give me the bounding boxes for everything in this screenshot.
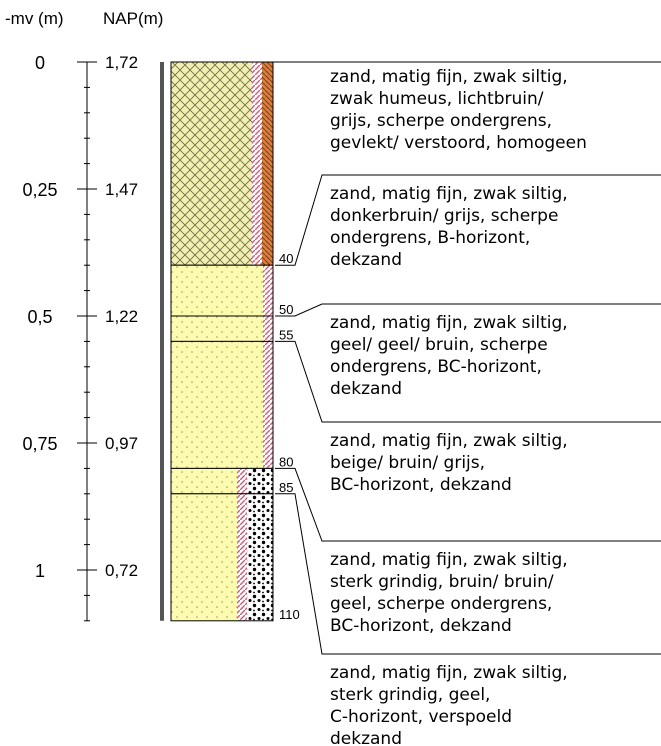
mv-tick-label: 0,5 — [27, 307, 52, 327]
layer-description-line: BC-horizont, dekzand — [330, 475, 512, 495]
nap-header: NAP(m) — [103, 9, 163, 28]
layer-description-line: sterk grindig, bruin/ bruin/ — [330, 572, 554, 592]
depth-label: 80 — [279, 454, 293, 469]
layer-description-line: dekzand — [330, 729, 402, 746]
depth-axis: 0 1,72 0,25 1,47 0,5 1,22 0,75 0,97 1 0,72 — [22, 53, 138, 622]
pink-hatch-strip — [263, 341, 273, 469]
layer-description-line: C-horizont, verspoeld — [330, 707, 512, 727]
depth-label: 40 — [279, 251, 293, 266]
layer-description-line: ondergrens, BC-horizont, — [330, 357, 542, 377]
connector-line — [275, 493, 661, 655]
layer-fill-0 — [171, 62, 252, 266]
connector-line — [275, 340, 661, 423]
nap-tick-label: 1,22 — [105, 307, 138, 326]
layer-description-line: beige/ bruin/ grijs, — [330, 453, 485, 473]
pink-hatch-strip — [237, 493, 247, 621]
gravel-strip — [247, 468, 273, 494]
mv-tick-label: 0,25 — [22, 180, 57, 200]
layer-description-line: donkerbruin/ grijs, scherpe — [330, 206, 558, 226]
layer-description-line: zand, matig fijn, zwak siltig, — [330, 313, 568, 333]
pink-hatch-strip — [263, 265, 273, 316]
layer-description-line: zand, matig fijn, zwak siltig, — [330, 431, 568, 451]
layer-description-line: ondergrens, B-horizont, — [330, 228, 530, 248]
layer-fill-2 — [171, 316, 263, 342]
layer-description-line: zand, matig fijn, zwak siltig, — [330, 663, 568, 683]
soil-column — [160, 61, 274, 622]
orange-hatch-strip — [262, 62, 273, 266]
layer-description-line: dekzand — [330, 250, 402, 270]
mv-tick-label: 0 — [35, 53, 45, 73]
mv-tick-label: 1 — [35, 561, 45, 581]
depth-label: 50 — [279, 302, 293, 317]
depth-label: 85 — [279, 480, 293, 495]
layer-description-line: sterk grindig, geel, — [330, 685, 490, 705]
pink-hatch-strip — [237, 468, 247, 494]
nap-tick-label: 0,72 — [105, 561, 138, 580]
layer-description-line: grijs, scherpe ondergrens, — [330, 111, 552, 131]
layer-boundary — [170, 493, 274, 622]
layer-description-line: zand, matig fijn, zwak siltig, — [330, 550, 568, 570]
layer-description-line: zand, matig fijn, zwak siltig, — [330, 67, 568, 87]
connector-line — [275, 467, 661, 542]
layer-description-line: gevlekt/ verstoord, homogeen — [330, 133, 587, 153]
connector-line — [275, 303, 661, 317]
layer-description-line: geel, scherpe ondergrens, — [330, 594, 552, 614]
layer-description-line: BC-horizont, dekzand — [330, 616, 512, 636]
layer-description-line: zand, matig fijn, zwak siltig, — [330, 184, 568, 204]
layer-description-line: geel/ geel/ bruin, scherpe — [330, 335, 548, 355]
pink-hatch-strip — [252, 62, 262, 266]
layer-description-line: dekzand — [330, 379, 402, 399]
layer-fill-3 — [171, 341, 263, 469]
layer-fill-5 — [171, 493, 237, 621]
layer-fill-4 — [171, 468, 237, 494]
connector-line — [275, 174, 661, 266]
mv-header: -mv (m) — [5, 9, 64, 28]
nap-tick-label: 1,47 — [105, 180, 138, 199]
nap-tick-label: 1,72 — [105, 53, 138, 72]
pink-hatch-strip — [263, 316, 273, 342]
layer-description-line: zwak humeus, lichtbruin/ — [330, 89, 544, 109]
depth-label: 55 — [279, 327, 293, 342]
layer-fill-1 — [171, 265, 263, 316]
gravel-strip — [247, 493, 273, 621]
nap-tick-label: 0,97 — [105, 434, 138, 453]
depth-label: 110 — [279, 607, 300, 622]
mv-tick-label: 0,75 — [22, 434, 57, 454]
